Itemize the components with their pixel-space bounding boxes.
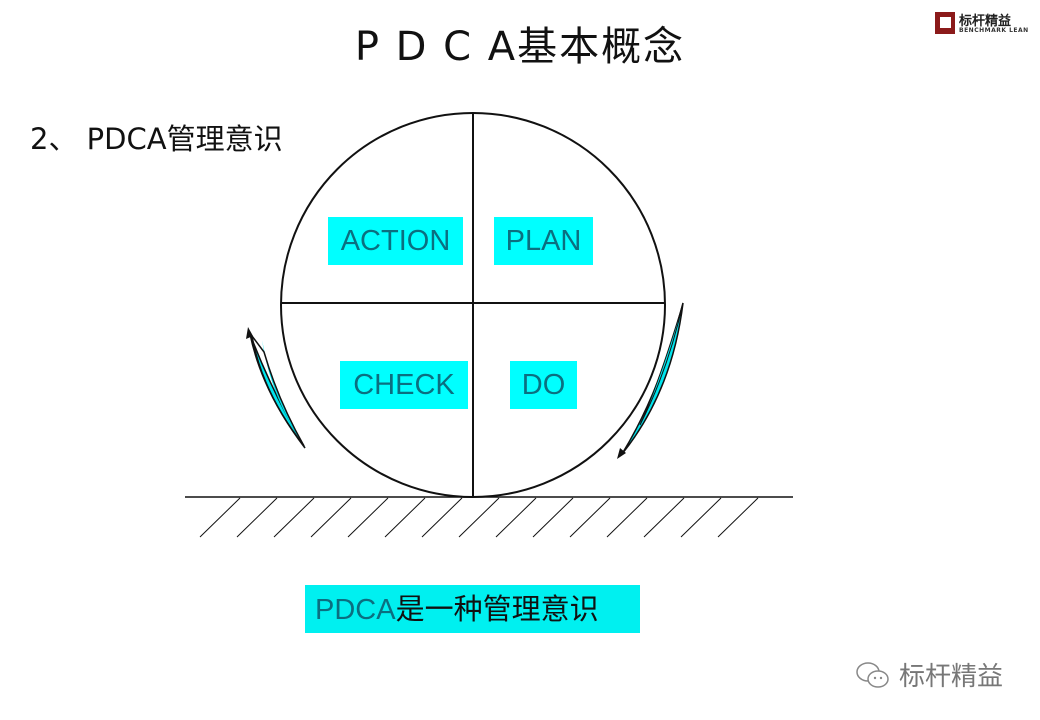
ground-hatching [199,497,759,538]
wechat-icon [856,661,889,688]
left-rotation-arrow-icon [246,327,306,449]
logo-mark-icon [935,12,955,34]
caption-zh: 是一种管理意识 [395,592,599,626]
quadrant-action: ACTION [328,217,463,265]
caption-en: PDCA [315,594,396,626]
quadrant-do: DO [510,361,577,409]
right-rotation-arrow-icon [617,302,684,459]
quadrant-plan: PLAN [494,217,593,265]
logo-text-en: BENCHMARK LEAN [959,27,1029,34]
watermark-text: 标杆精益 [899,662,1004,692]
logo-text-cn: 标杆精益 [959,14,1012,29]
page-title: P D C A基本概念 [354,24,686,70]
brand-logo: 标杆精益 BENCHMARK LEAN [935,10,1030,38]
quadrant-check: CHECK [340,361,468,409]
watermark: 标杆精益 [855,656,1003,693]
section-heading: 2、 PDCA管理意识 [30,122,283,156]
caption-box: PDCA是一种管理意识 [305,585,640,633]
